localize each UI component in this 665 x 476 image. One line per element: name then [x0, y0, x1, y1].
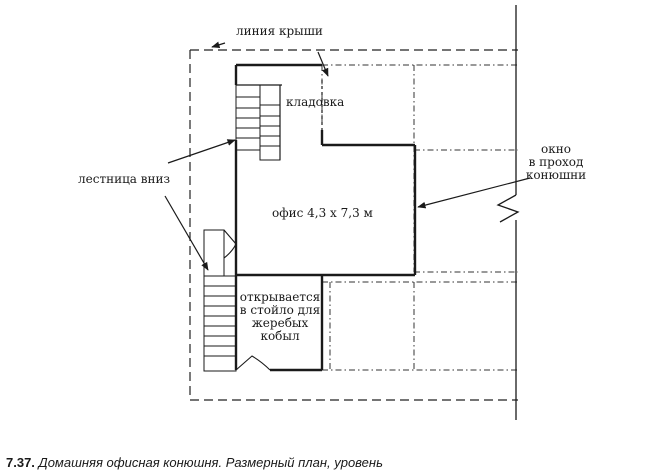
opens-into-line-2: в стойло для — [239, 303, 321, 317]
roof-line-label: линия крыши — [236, 24, 323, 38]
opens-into-line-3: жеребых — [251, 316, 309, 330]
door-swings — [223, 229, 271, 371]
storage-label: кладовка — [286, 95, 345, 109]
window-label-line-3: конюшни — [525, 168, 587, 182]
opens-into-line-1: открывается — [239, 290, 321, 304]
stable-wall-break — [496, 5, 520, 420]
figure-caption: 7.37. Домашняя офисная конюшня. Размерны… — [6, 455, 383, 470]
opens-into-line-4: кобыл — [260, 329, 300, 343]
caption-text: Домашняя офисная конюшня. Размерный план… — [38, 455, 383, 470]
office-walls — [234, 63, 417, 372]
opens-into-label: открывается в стойло для жеребых кобыл — [238, 291, 322, 343]
window-label: окно в проход конюшни — [525, 143, 587, 182]
storage-partition — [236, 80, 323, 160]
upper-staircase — [235, 84, 281, 161]
roof-line-outline — [189, 49, 518, 401]
window-label-line-1: окно — [541, 142, 571, 156]
lower-staircase — [203, 229, 237, 372]
stairs-down-label: лестница вниз — [78, 172, 171, 186]
leader-arrows — [164, 41, 531, 271]
window-label-line-2: в проход — [528, 155, 584, 169]
caption-number: 7.37. — [6, 455, 35, 470]
office-label: офис 4,3 х 7,3 м — [272, 206, 373, 220]
